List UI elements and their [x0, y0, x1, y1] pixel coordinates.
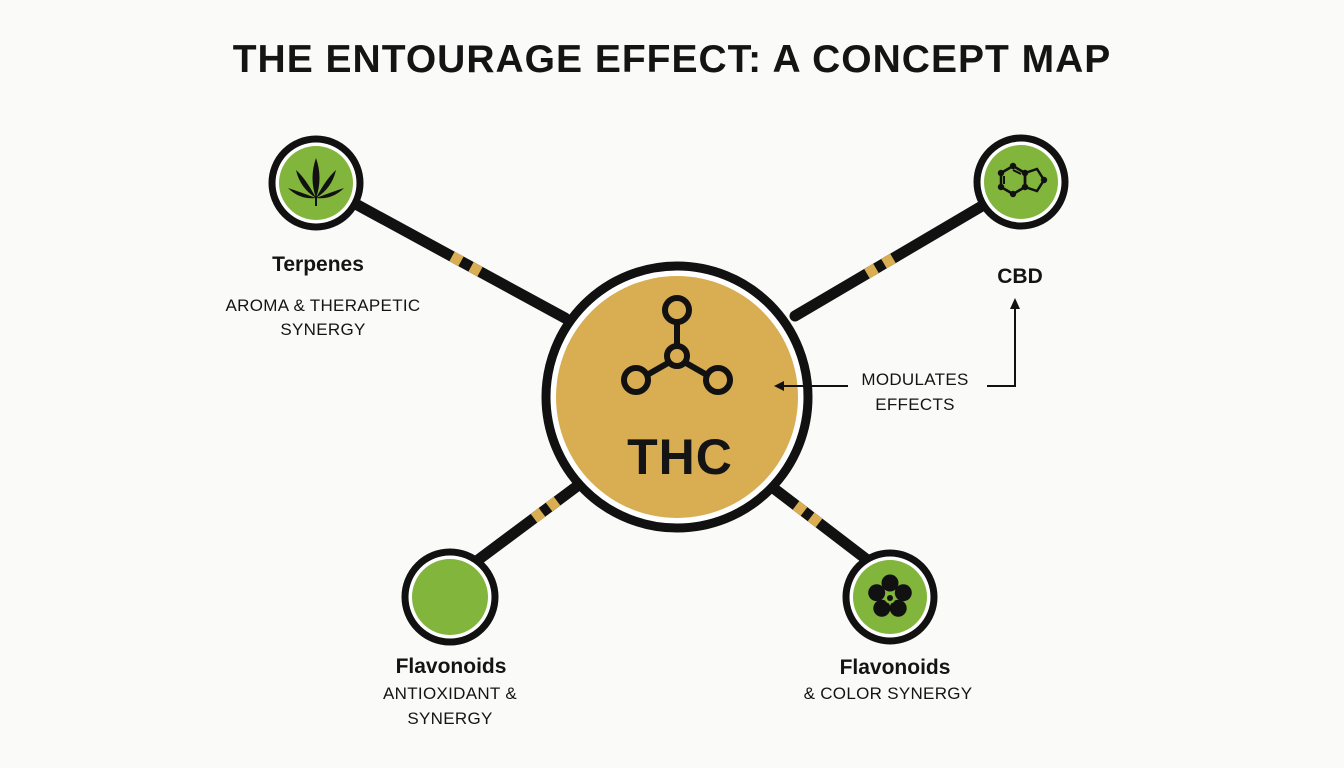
- connector-cbd: [789, 200, 988, 322]
- node-flavonoids-right: [842, 549, 938, 645]
- node-flavonoids-left: [401, 548, 499, 646]
- connector-stripe: [530, 507, 546, 523]
- connector-terpenes: [346, 196, 571, 324]
- connector-stripe: [468, 261, 483, 277]
- center-label: THC: [627, 429, 733, 485]
- terpenes-label: Terpenes: [272, 253, 364, 276]
- connector-flavonoids-right: [766, 481, 876, 568]
- arrow-icon: [774, 298, 1020, 391]
- molecule-ring-icon: [997, 162, 1048, 198]
- flavonoids-left-label: Flavonoids: [395, 655, 507, 678]
- flavonoids-right-description: & COLOR SYNERGY: [803, 684, 973, 703]
- flavonoids-right-label: Flavonoids: [839, 656, 951, 679]
- flower-icon: [868, 574, 912, 617]
- node-cbd: [973, 134, 1069, 230]
- terpenes-description: AROMA & THERAPETIC: [225, 296, 421, 315]
- connector-stripe: [449, 251, 464, 267]
- annotation-label-2: EFFECTS: [875, 395, 955, 414]
- connector-stripe: [864, 263, 879, 279]
- flavonoids-left-description: ANTIOXIDANT &: [383, 684, 517, 703]
- terpenes-description-2: SYNERGY: [280, 320, 366, 339]
- page-title: THE ENTOURAGE EFFECT: A CONCEPT MAP: [232, 38, 1112, 81]
- connector-stripe: [792, 501, 808, 516]
- connector-stripe: [807, 512, 823, 528]
- cbd-label: CBD: [997, 265, 1043, 288]
- center-node-thc: [541, 261, 813, 533]
- connector-flavonoids-left: [472, 478, 586, 566]
- node-terpenes: [268, 135, 364, 231]
- cannabis-leaf-icon: [288, 158, 344, 206]
- annotation-label: MODULATES: [861, 370, 969, 389]
- molecule-icon: [621, 295, 733, 395]
- flavonoids-left-description-2: SYNERGY: [407, 709, 493, 728]
- connector-stripe: [545, 496, 561, 512]
- connector-stripe: [881, 253, 896, 269]
